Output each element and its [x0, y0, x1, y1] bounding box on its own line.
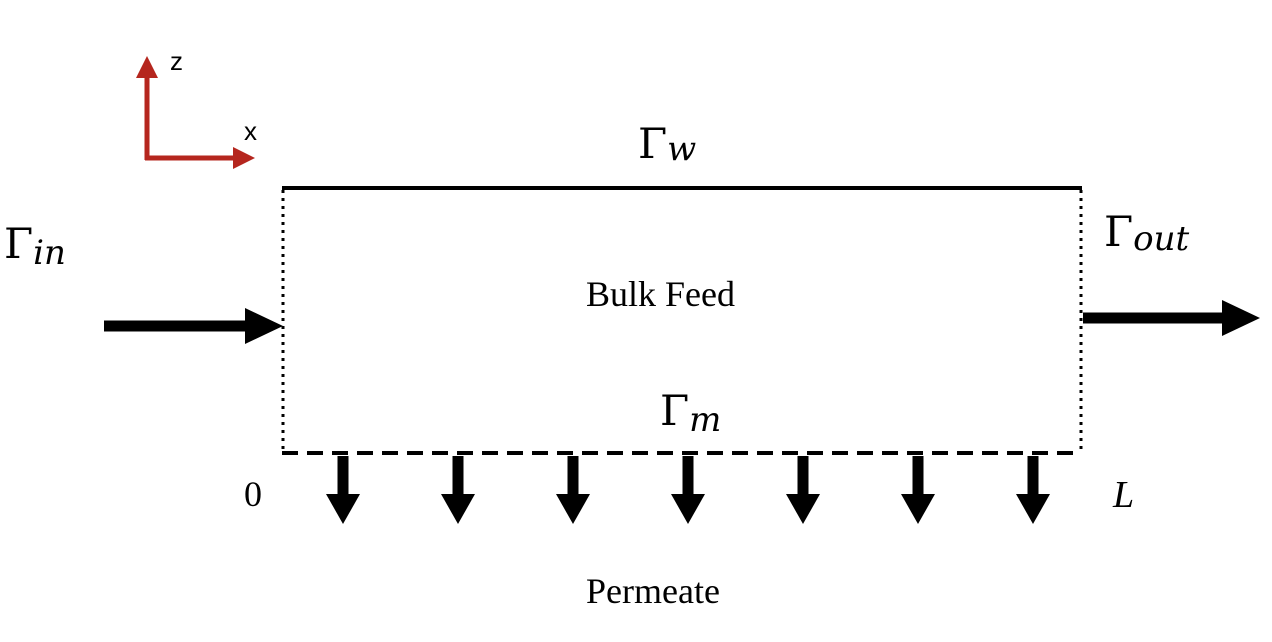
permeate-flow-arrow: [326, 456, 360, 524]
membrane-boundary-label: Γm: [660, 386, 721, 440]
x-axis-arrowhead: [233, 147, 255, 169]
outlet-boundary-label: Γout: [1104, 207, 1190, 259]
z-axis-label: z: [170, 46, 183, 76]
inlet-boundary-label: Γin: [4, 219, 66, 273]
permeate-flow-arrow: [786, 456, 820, 524]
permeate-flow-arrow: [901, 456, 935, 524]
wall-boundary-label: Γw: [638, 119, 696, 169]
permeate-flow-arrow: [556, 456, 590, 524]
inlet-flow-arrow: [104, 308, 283, 344]
z-axis-arrowhead: [136, 56, 158, 78]
coordinate-axes: z x: [136, 46, 257, 169]
outlet-flow-arrow: [1083, 300, 1260, 336]
permeate-flow-arrow: [441, 456, 475, 524]
x-end-label: L: [1112, 474, 1134, 516]
x-axis-label: x: [244, 116, 257, 146]
x-start-label: 0: [244, 474, 262, 514]
permeate-flow-arrow: [1016, 456, 1050, 524]
permeate-flow-arrow: [671, 456, 705, 524]
permeate-label: Permeate: [586, 571, 720, 611]
permeate-arrows: [326, 456, 1050, 524]
bulk-feed-label: Bulk Feed: [586, 274, 735, 314]
channel-boundaries: [281, 186, 1083, 455]
